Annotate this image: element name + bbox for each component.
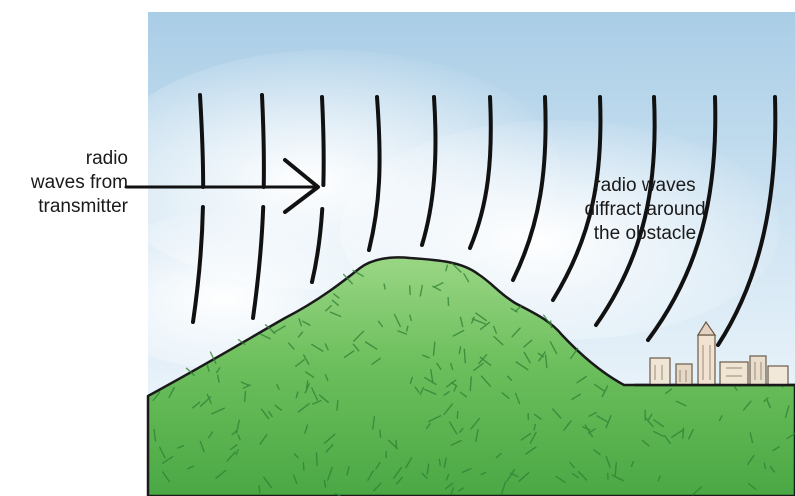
grass-stroke (245, 392, 246, 402)
diffraction-label-line-1: radio waves (560, 174, 730, 198)
grass-stroke (410, 286, 411, 295)
diffraction-label: radio waves diffract around the obstacle (560, 174, 730, 246)
grass-stroke (259, 486, 260, 493)
grass-stroke (384, 284, 385, 289)
grass-stroke (464, 349, 465, 363)
transmitter-label-line-3: transmitter (31, 195, 128, 219)
diffraction-label-line-2: diffract around (560, 198, 730, 222)
diffraction-label-line-3: the obstacle (560, 222, 730, 246)
grass-stroke (317, 453, 318, 465)
transmitter-label-line-2: waves from (31, 171, 128, 195)
grass-stroke (551, 321, 552, 328)
grass-stroke (470, 377, 471, 391)
grass-stroke (396, 441, 397, 448)
transmitter-label-line-1: radio (31, 147, 128, 171)
grass-stroke (303, 463, 304, 470)
grass-stroke (764, 463, 765, 469)
grass-stroke (325, 481, 326, 488)
grass-stroke (380, 430, 381, 437)
grass-stroke (439, 460, 440, 466)
grass-stroke (337, 401, 338, 410)
transmitter-label: radio waves from transmitter (31, 147, 128, 219)
